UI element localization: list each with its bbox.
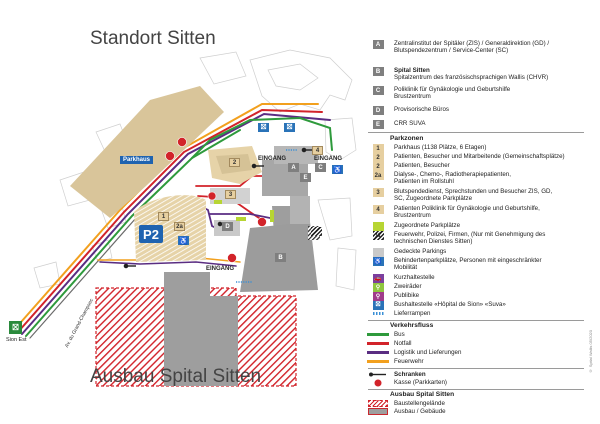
parkhaus-structure	[70, 86, 224, 218]
cashier-icon	[374, 379, 382, 387]
legend-item-emergency-route: Notfall	[366, 340, 588, 347]
parking-marker-11	[311, 227, 322, 236]
legend-item-building-a: A Zentralinstitut der Spitäler (ZIS) / G…	[366, 40, 588, 54]
parking-marker-1: 1	[158, 212, 169, 221]
legend-heading-expansion: Ausbau Spital Sitten	[390, 391, 455, 398]
legend-item-bus-stop: ⛝ Bushaltestelle «Hôpital de Sion» «Suva…	[366, 301, 588, 310]
building-marker-c: C	[315, 163, 326, 172]
publibike-icon: ⚲	[372, 292, 384, 301]
legend-heading-parking: Parkzonen	[390, 135, 424, 142]
legend-item-cashier: Kasse (Parkkarten)	[366, 379, 588, 387]
entrance-label-1: EINGANG	[258, 156, 287, 162]
p2-label: P2	[139, 225, 163, 243]
legend-item-building-d: D Provisorische Büros	[366, 106, 588, 115]
parking-marker-2a: 2a	[174, 222, 185, 231]
parking-marker-4: 4	[312, 146, 323, 155]
entrance-label-3: EINGANG	[206, 266, 235, 272]
map-legend: A Zentralinstitut der Spitäler (ZIS) / G…	[366, 22, 588, 415]
legend-item-parking-2: 2 Patienten, Besucher und Mitarbeitende …	[366, 153, 588, 162]
legend-heading-traffic: Verkehrsfluss	[390, 322, 434, 329]
legend-item-parking-4: 4 Patienten Poliklinik für Gynäkologie u…	[366, 205, 588, 219]
legend-item-construction-site: Baustellengelände	[366, 400, 588, 407]
legend-item-two-wheelers: ⚲ Zweiräder	[366, 283, 588, 292]
legend-item-bus-route: Bus	[366, 331, 588, 338]
building-marker-d: D	[222, 222, 233, 231]
legend-item-parking-2a: 2a Dialyse-, Chemo-, Radiotherapiepatien…	[366, 171, 588, 185]
accessible-parking-icon: ♿	[332, 165, 343, 174]
bus-stop-icon: ⛝	[258, 123, 269, 132]
barrier-icon	[369, 372, 386, 377]
legend-item-logistics-route: Logistik und Lieferungen	[366, 349, 588, 356]
legend-item-short-stop: 🚗 Kurzhaltestelle	[372, 274, 435, 283]
legend-item-building-e: E CRR SUVA	[366, 120, 588, 129]
legend-item-publibike: ⚲ Publibike	[366, 292, 588, 301]
page-title: Standort Sitten	[90, 28, 216, 49]
copyright-credit: © Spital Wallis 05/2020	[588, 330, 593, 374]
legend-item-parking-3: 3 Blutspendedienst, Sprechstunden und Be…	[366, 188, 588, 202]
legend-item-parking-11: 11 Feuerwehr, Polizei, Firmen, (Nur mit …	[366, 231, 588, 245]
future-building	[164, 272, 238, 386]
short-stop-icon: 🚗	[372, 274, 384, 283]
parkhaus-label: Parkhaus	[120, 156, 154, 164]
parking-marker-3: 3	[225, 190, 236, 199]
legend-item-parking-2b: 2 Patienten, Besucher	[366, 162, 588, 171]
bus-stop-icon: ⛝	[9, 321, 22, 334]
legend-item-delivery-ramps: Lieferrampen	[366, 310, 588, 317]
legend-item-barrier: Schranken	[366, 371, 588, 378]
legend-item-expansion-building: Ausbau / Gebäude	[366, 408, 588, 415]
bus-icon: ⛝	[372, 301, 384, 310]
legend-item-building-c: C Poliklinik für Gynäkologie und Geburts…	[366, 86, 588, 100]
building-marker-e: E	[300, 173, 311, 182]
accessible-icon: ♿	[372, 257, 384, 266]
building-marker-a: A	[288, 163, 299, 172]
delivery-ramps	[236, 149, 298, 283]
delivery-ramp-icon	[372, 312, 384, 315]
legend-item-covered-parking: Gedeckte Parkings	[366, 248, 588, 257]
accessible-parking-icon: ♿	[178, 236, 189, 245]
legend-item-fire-route: Feuerwehr	[366, 358, 588, 365]
expansion-title: Ausbau Spital Sitten	[90, 366, 262, 387]
legend-item-building-b: B Spital Sitten Spitalzentrum des franzö…	[366, 67, 588, 81]
bicycle-icon: ⚲	[372, 283, 384, 292]
parking-marker-2: 2	[229, 158, 240, 167]
bus-stop-icon: ⛝	[284, 123, 295, 132]
legend-item-accessible: ♿ Behindertenparkplätze, Personen mit ei…	[372, 257, 542, 272]
p2-parking-field	[134, 195, 206, 262]
cashier-markers	[165, 137, 267, 263]
entrance-label-2: EINGANG	[314, 156, 343, 162]
legend-item-assigned-parking: Zugeordnete Parkplätze	[366, 222, 588, 231]
sion-est-label: Sion Est	[6, 337, 27, 343]
building-marker-b: B	[275, 253, 286, 262]
legend-item-parking-1: 1 Parkhaus (1138 Plätze, 6 Etagen)	[366, 144, 588, 153]
